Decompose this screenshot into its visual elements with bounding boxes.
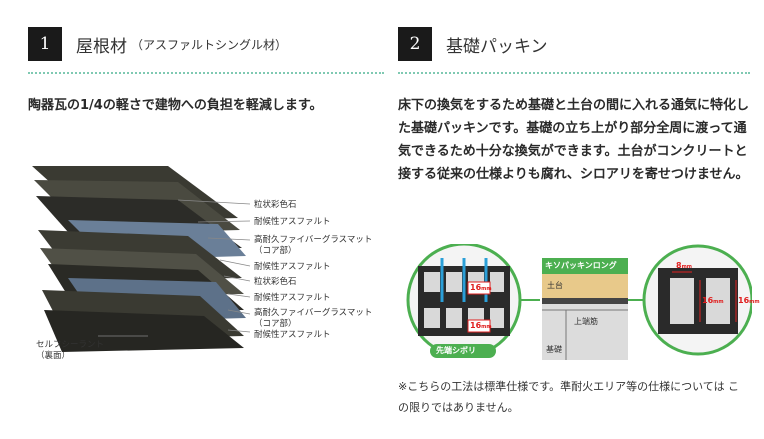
shingle-layer-diagram: 粒状彩色石 耐候性アスファルト 高耐久ファイバーグラスマット （コア部） 耐候性… [28,160,384,370]
layer-label: 粒状彩色石 [254,277,297,287]
layer-label: （コア部） [254,319,297,329]
sealant-sub-label: （裏面） [36,351,71,361]
sealant-label: セルフシーラント [36,340,105,350]
layer-label: 耐候性アスファルト [254,262,331,272]
section-heading: 1 屋根材 （アスファルトシングル材） [28,27,287,61]
layer-label: （コア部） [254,246,297,256]
section-number: 2 [398,27,432,61]
dim-8: 8mm [676,261,692,270]
layer-label: 高耐久ファイバーグラスマット [254,235,373,245]
dim-16-left-b: 16mm [470,321,492,330]
dim-16-right-a: 16mm [702,296,724,305]
section-description: 陶器瓦の1/4の軽さで建物への負担を軽減します。 [28,98,323,113]
layer-label: 耐候性アスファルト [254,330,331,340]
section-title: 基礎パッキン [446,36,548,57]
section-heading: 2 基礎パッキン [398,27,548,61]
section-number: 1 [28,27,62,61]
dim-16-left-a: 16mm [470,283,492,292]
layer-label: 粒状彩色石 [254,200,297,210]
dotted-divider [28,72,384,74]
diagram-rebar-label: 上端筋 [574,317,598,326]
diagram-banner-label: キソパッキンロング [545,261,617,270]
shingle-illustration [32,166,251,352]
diagram-dodai-label: 土台 [547,281,563,290]
diagram-tip-label: 先端シボリ [436,346,476,355]
layer-label: 耐候性アスファルト [254,293,331,303]
packing-diagram: キソパッキンロング 土台 上端筋 基礎 先端シボリ 16mm 16mm 8mm … [406,242,760,364]
section-subtitle: （アスファルトシングル材） [131,37,288,52]
footnote: ※こちらの工法は標準仕様です。準耐火エリア等の仕様については この限りではありま… [398,380,740,414]
dim-16-right-b: 16mm [738,296,760,305]
section-title: 屋根材 [76,36,127,57]
layer-label: 高耐久ファイバーグラスマット [254,308,373,318]
section-description: 床下の換気をするため基礎と土台の間に入れる通気に特化した基礎パッキンです。基礎の… [398,98,750,182]
layer-label: 耐候性アスファルト [254,217,331,227]
packing-illustration [406,242,754,360]
diagram-foundation-label: 基礎 [546,345,562,354]
dotted-divider [398,72,750,74]
